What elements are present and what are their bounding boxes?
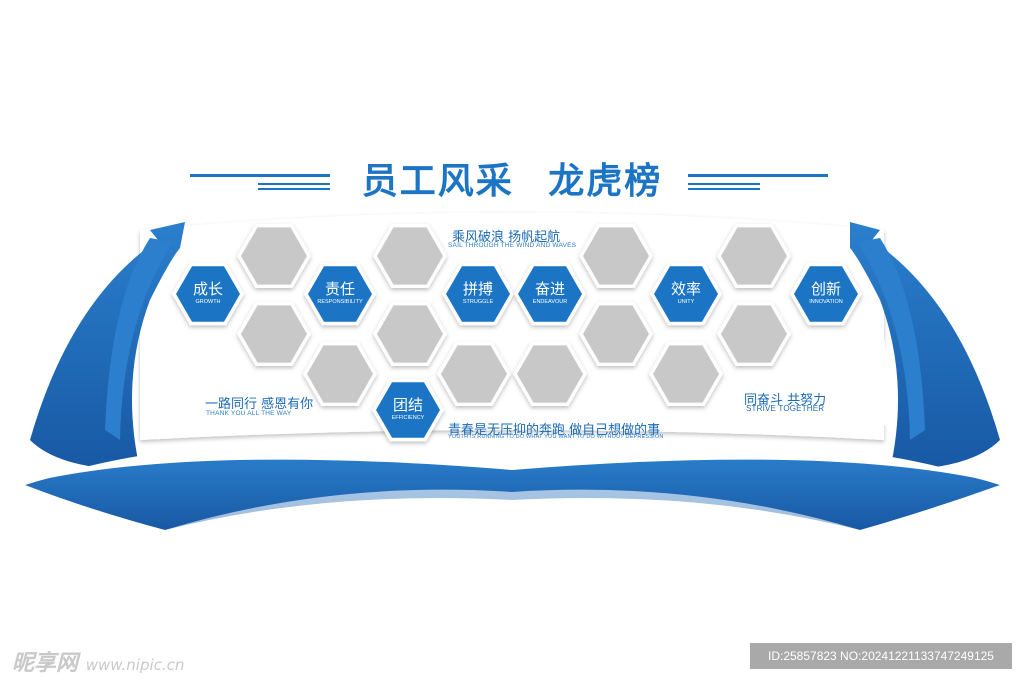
photo-slot-3 <box>583 227 649 285</box>
value-hex-5 <box>654 266 718 322</box>
watermark-id: ID:25857823 NO:20241221133747249125 <box>750 643 1012 669</box>
title-lines <box>190 174 828 190</box>
title-part2: 龙虎榜 <box>548 161 663 202</box>
value-label-cn: 责任 <box>324 280 355 298</box>
photo-slot-6 <box>377 305 443 363</box>
value-label-en: INNOVATION <box>809 299 843 305</box>
value-label-cn: 拼搏 <box>462 280 493 298</box>
photo-slot-1 <box>241 227 307 285</box>
watermark-brand: 昵享网 <box>12 651 79 676</box>
slogan-bottom-en: YOUTH IS RUNNING TO DO WHAT YOU WANT TO … <box>448 434 664 440</box>
photo-slot-8 <box>721 305 787 363</box>
value-label-cn: 效率 <box>670 280 701 298</box>
slogan-right-en: STRIVE TOGETHER <box>746 404 825 413</box>
value-hex-2 <box>308 266 372 322</box>
value-hex-7 <box>376 382 440 438</box>
value-hex-3 <box>446 266 510 322</box>
value-label-en: EFFICIENCY <box>391 415 425 421</box>
slogan-left-en: THANK YOU ALL THE WAY <box>206 410 292 417</box>
value-label-en: GROWTH <box>195 299 221 305</box>
value-label-cn: 奋进 <box>534 280 565 298</box>
watermark-url: www.nipic.cn <box>85 656 185 674</box>
slogan-bottom-cn: 青春是无压抑的奔跑 做自己想做的事 <box>448 423 661 438</box>
page-title: 员工风采 龙虎榜 <box>0 152 1024 204</box>
value-label-cn: 成长 <box>192 280 223 298</box>
photo-slot-2 <box>377 227 443 285</box>
slogan-top-cn: 乘风破浪 扬帆起航 <box>452 230 561 245</box>
value-hex-1 <box>176 266 240 322</box>
value-label-cn: 团结 <box>392 396 423 414</box>
photo-slot-11 <box>517 345 583 403</box>
value-hex-6 <box>794 266 858 322</box>
value-label-cn: 创新 <box>810 280 841 298</box>
bottom-wave-base <box>25 444 1000 530</box>
slogan-top-en: SAIL THROUGH THE WIND AND WAVES <box>448 242 577 249</box>
photo-slot-12 <box>653 345 719 403</box>
right-wave-decoration <box>845 222 1000 470</box>
photo-slot-10 <box>441 345 507 403</box>
photo-slot-4 <box>721 227 787 285</box>
photo-slot-9 <box>307 345 373 403</box>
watermark-left: 昵享网 www.nipic.cn <box>12 645 184 677</box>
photo-slot-5 <box>241 305 307 363</box>
value-label-en: RESPONSIBILITY <box>317 299 363 305</box>
title-part1: 员工风采 <box>361 161 514 202</box>
value-hex-4 <box>518 266 582 322</box>
photo-slot-7 <box>583 305 649 363</box>
value-label-en: ENDEAVOUR <box>532 299 568 305</box>
value-label-en: STRUGGLE <box>462 299 494 305</box>
slogan-left-cn: 一路同行 感恩有你 <box>205 397 314 412</box>
value-label-en: UNITY <box>677 299 695 305</box>
left-wave-decoration <box>30 222 185 470</box>
slogan-right-cn: 同奋斗 共努力 <box>744 393 827 408</box>
